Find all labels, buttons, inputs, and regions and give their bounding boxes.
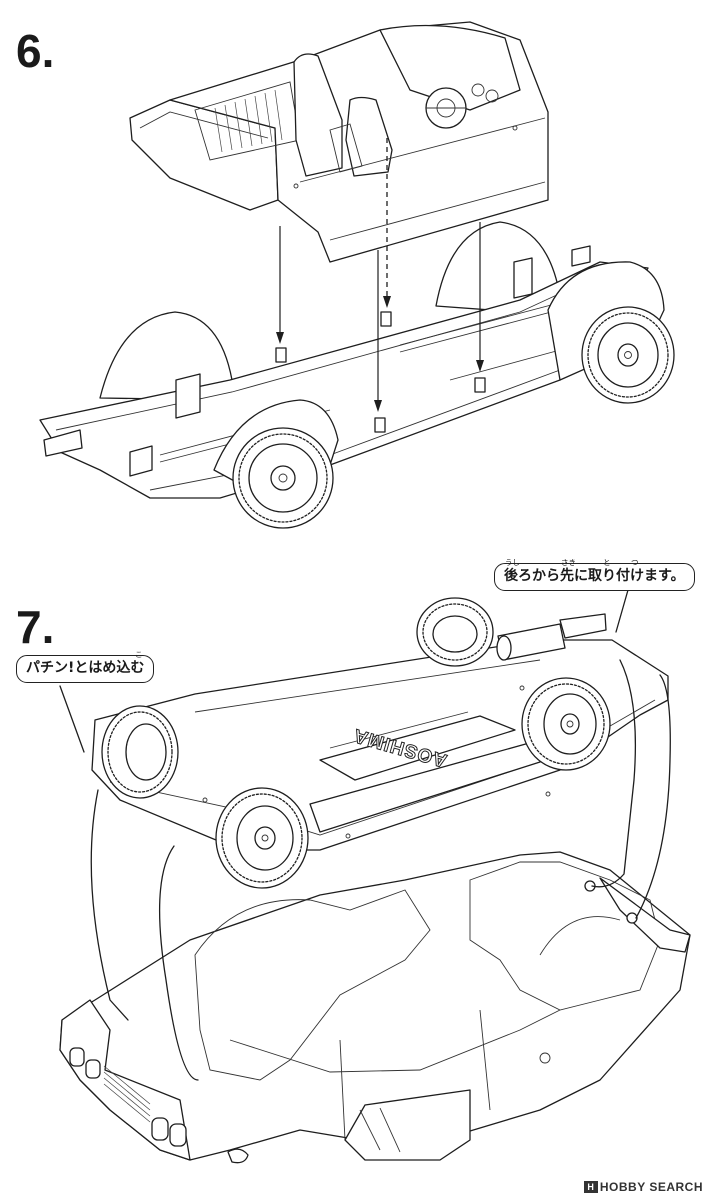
- car-body-upside-down: [60, 852, 690, 1163]
- step-7-number: 7.: [16, 601, 55, 653]
- callout-attach-order: 後ろから先に取り付けます。 うし さき と つ: [494, 558, 695, 591]
- chassis-floor: [40, 222, 648, 498]
- wheel-top-left-step7: [102, 706, 178, 798]
- ruby-saki: さき: [561, 558, 576, 567]
- callout-snap-in: パチン!とはめ込む こ: [16, 650, 155, 683]
- step6-assembly-arrows: [276, 138, 484, 412]
- callout-snap-in-ruby: こ: [135, 650, 143, 659]
- ruby-tsu: つ: [631, 558, 639, 567]
- callout-snap-in-text: パチン!とはめ込む: [26, 660, 145, 676]
- interior-tub: [130, 22, 548, 262]
- callout-attach-order-text: 後ろから先に取り付けます。: [504, 568, 685, 584]
- callout-snap-pointer: [60, 686, 84, 752]
- front-wheel-step6: [214, 400, 338, 528]
- wheel-top-right-step7: [417, 598, 493, 666]
- wheel-bottom-right-step7: [522, 678, 610, 770]
- step7-assembly-lines: [91, 660, 670, 1080]
- rear-wheel-step6: [548, 262, 674, 403]
- ruby-to: と: [603, 558, 611, 567]
- watermark-badge-icon: H: [583, 1181, 598, 1193]
- step-6-number: 6.: [16, 25, 55, 77]
- wheel-bottom-left-step7: [216, 788, 308, 888]
- callout-order-pointer: [616, 590, 628, 632]
- watermark-text: HOBBY SEARCH: [599, 1180, 703, 1194]
- ruby-ushi: うし: [505, 558, 520, 567]
